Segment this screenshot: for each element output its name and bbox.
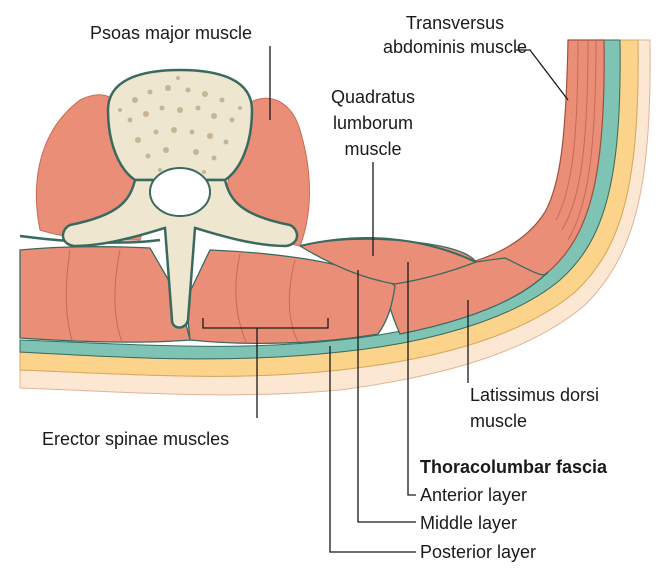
latissimus-label-line1: Latissimus dorsi xyxy=(470,385,600,405)
posterior-layer-label: Posterior layer xyxy=(420,542,537,562)
transversus-label-line1: Transversus xyxy=(405,13,505,33)
erector-bracket xyxy=(202,318,329,418)
bone-texture xyxy=(118,76,242,174)
transversus-label-line2: abdominis muscle xyxy=(382,37,528,57)
vertebral-body xyxy=(106,68,254,182)
erector-label: Erector spinae muscles xyxy=(42,429,230,449)
erector-spinae-right xyxy=(185,249,396,345)
quadratus-label-line2: lumborum xyxy=(332,113,414,133)
transversus-leader xyxy=(516,49,569,101)
anterior-leader xyxy=(407,262,416,496)
spinal-canal xyxy=(149,167,211,217)
erector-spinae-mass xyxy=(19,246,191,343)
middle-layer-label: Middle layer xyxy=(420,513,518,533)
middle-leader xyxy=(357,270,416,523)
anterior-layer-label: Anterior layer xyxy=(420,485,528,505)
skin-layer xyxy=(0,40,661,570)
spinal-canal-and-processes xyxy=(61,178,299,329)
posterior-leader xyxy=(329,346,416,553)
latissimus-label-line2: muscle xyxy=(470,411,528,431)
fascia-title: Thoracolumbar fascia xyxy=(420,457,608,477)
psoas-label: Psoas major muscle xyxy=(90,23,253,43)
posterior-fascia-band xyxy=(19,39,621,360)
quadratus-label-line3: muscle xyxy=(344,139,402,159)
quadratus-label-line1: Quadratus xyxy=(330,87,416,107)
